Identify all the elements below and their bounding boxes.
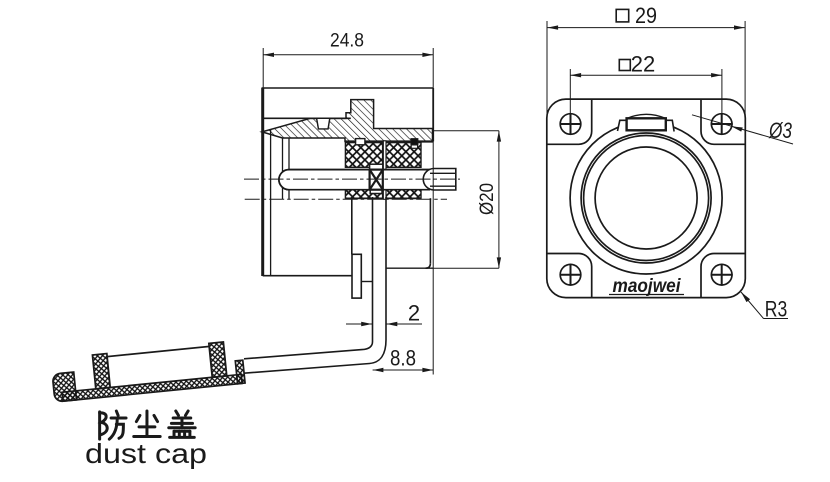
svg-text:Ø3: Ø3 (768, 118, 792, 143)
svg-text:8.8: 8.8 (390, 346, 416, 371)
svg-text:dust cap: dust cap (85, 438, 207, 469)
svg-text:2: 2 (408, 301, 420, 326)
svg-text:24.8: 24.8 (330, 31, 364, 52)
svg-text:maojwei: maojwei (613, 276, 682, 297)
svg-text:29: 29 (635, 3, 657, 28)
svg-text:R3: R3 (765, 297, 788, 322)
svg-text:22: 22 (631, 52, 656, 77)
svg-text:Ø20: Ø20 (476, 183, 498, 215)
